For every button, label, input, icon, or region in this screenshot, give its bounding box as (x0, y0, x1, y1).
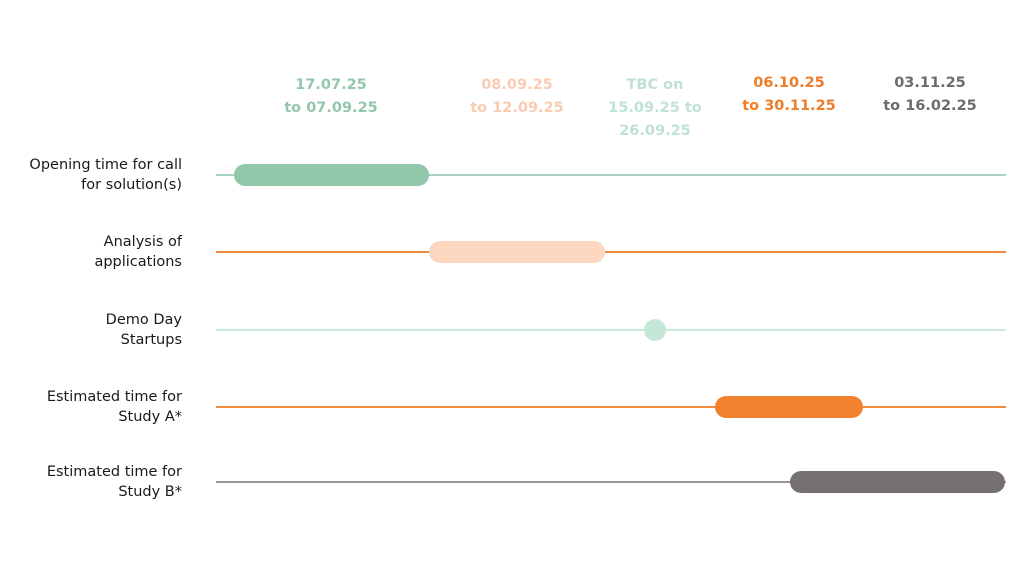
row-label-line: Study B* (118, 484, 182, 500)
date-label-line: 26.09.25 (619, 123, 691, 139)
row-label-line: Estimated time for (46, 389, 182, 405)
row-label-line: for solution(s) (81, 177, 182, 193)
date-label-line: to 30.11.25 (742, 98, 836, 114)
milestone-dot-3 (644, 319, 666, 341)
date-label-line: 15.09.25 to (608, 100, 702, 116)
date-label-line: to 12.09.25 (470, 100, 564, 116)
row-label-line: Demo Day (105, 312, 182, 328)
date-label-3: TBC on 15.09.25 to 26.09.25 (608, 74, 702, 143)
date-label-line: 17.07.25 (295, 77, 367, 93)
date-label-1: 17.07.25 to 07.09.25 (284, 74, 378, 120)
date-label-line: to 16.02.25 (883, 98, 977, 114)
row-label-line: Opening time for call (29, 157, 182, 173)
row-label-line: Analysis of (103, 234, 182, 250)
date-label-2: 08.09.25 to 12.09.25 (470, 74, 564, 120)
date-label-line: 06.10.25 (753, 75, 825, 91)
row-label-line: applications (94, 254, 182, 270)
date-label-line: TBC on (626, 77, 684, 93)
date-label-5: 03.11.25 to 16.02.25 (883, 72, 977, 118)
row-label-line: Estimated time for (46, 464, 182, 480)
date-label-4: 06.10.25 to 30.11.25 (742, 72, 836, 118)
date-label-line: 08.09.25 (481, 77, 553, 93)
row-label-2: Analysis of applications (0, 232, 182, 272)
date-label-line: to 07.09.25 (284, 100, 378, 116)
row-label-line: Study A* (118, 409, 182, 425)
date-label-line: 03.11.25 (894, 75, 966, 91)
row-label-line: Startups (120, 332, 182, 348)
row-label-1: Opening time for call for solution(s) (0, 155, 182, 195)
